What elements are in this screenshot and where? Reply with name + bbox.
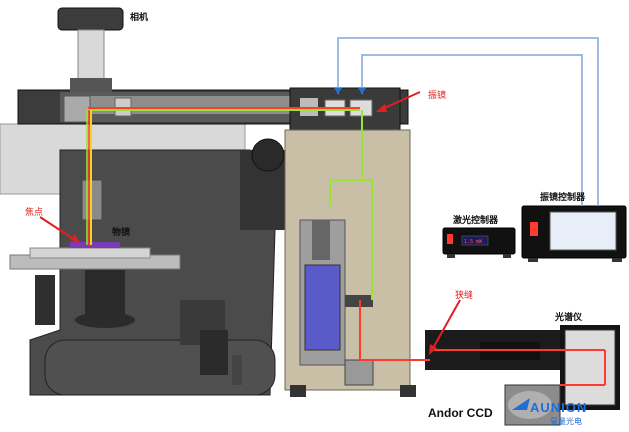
brand-chinese: 昊量光电 — [550, 416, 582, 426]
camera-label: 相机 — [130, 11, 148, 23]
laser-beams — [86, 107, 606, 386]
slit-label: 狭缝 — [455, 289, 473, 301]
galvo-controller-label: 振镜控制器 — [540, 191, 586, 203]
galvo-label: 振镜 — [428, 89, 446, 101]
spectrometer-label: 光谱仪 — [554, 311, 583, 323]
objective-label: 物镜 — [112, 226, 130, 238]
brand-name: AUNION — [530, 400, 587, 415]
camera-icon — [57, 7, 124, 92]
annotation-arrows — [39, 91, 461, 355]
laser-power-readout: 1.5 mW — [464, 239, 483, 245]
focus-label: 焦点 — [25, 206, 43, 218]
laser-controller-label: 激光控制器 — [453, 214, 499, 226]
brand-logo: AUNION 昊量光电 — [512, 398, 587, 426]
spectrometer-module — [284, 129, 416, 397]
galvo-controller — [521, 205, 627, 262]
laser-controller: 1.5 mW — [442, 227, 516, 258]
andor-ccd-label: Andor CCD — [428, 406, 493, 420]
cables — [334, 37, 599, 206]
